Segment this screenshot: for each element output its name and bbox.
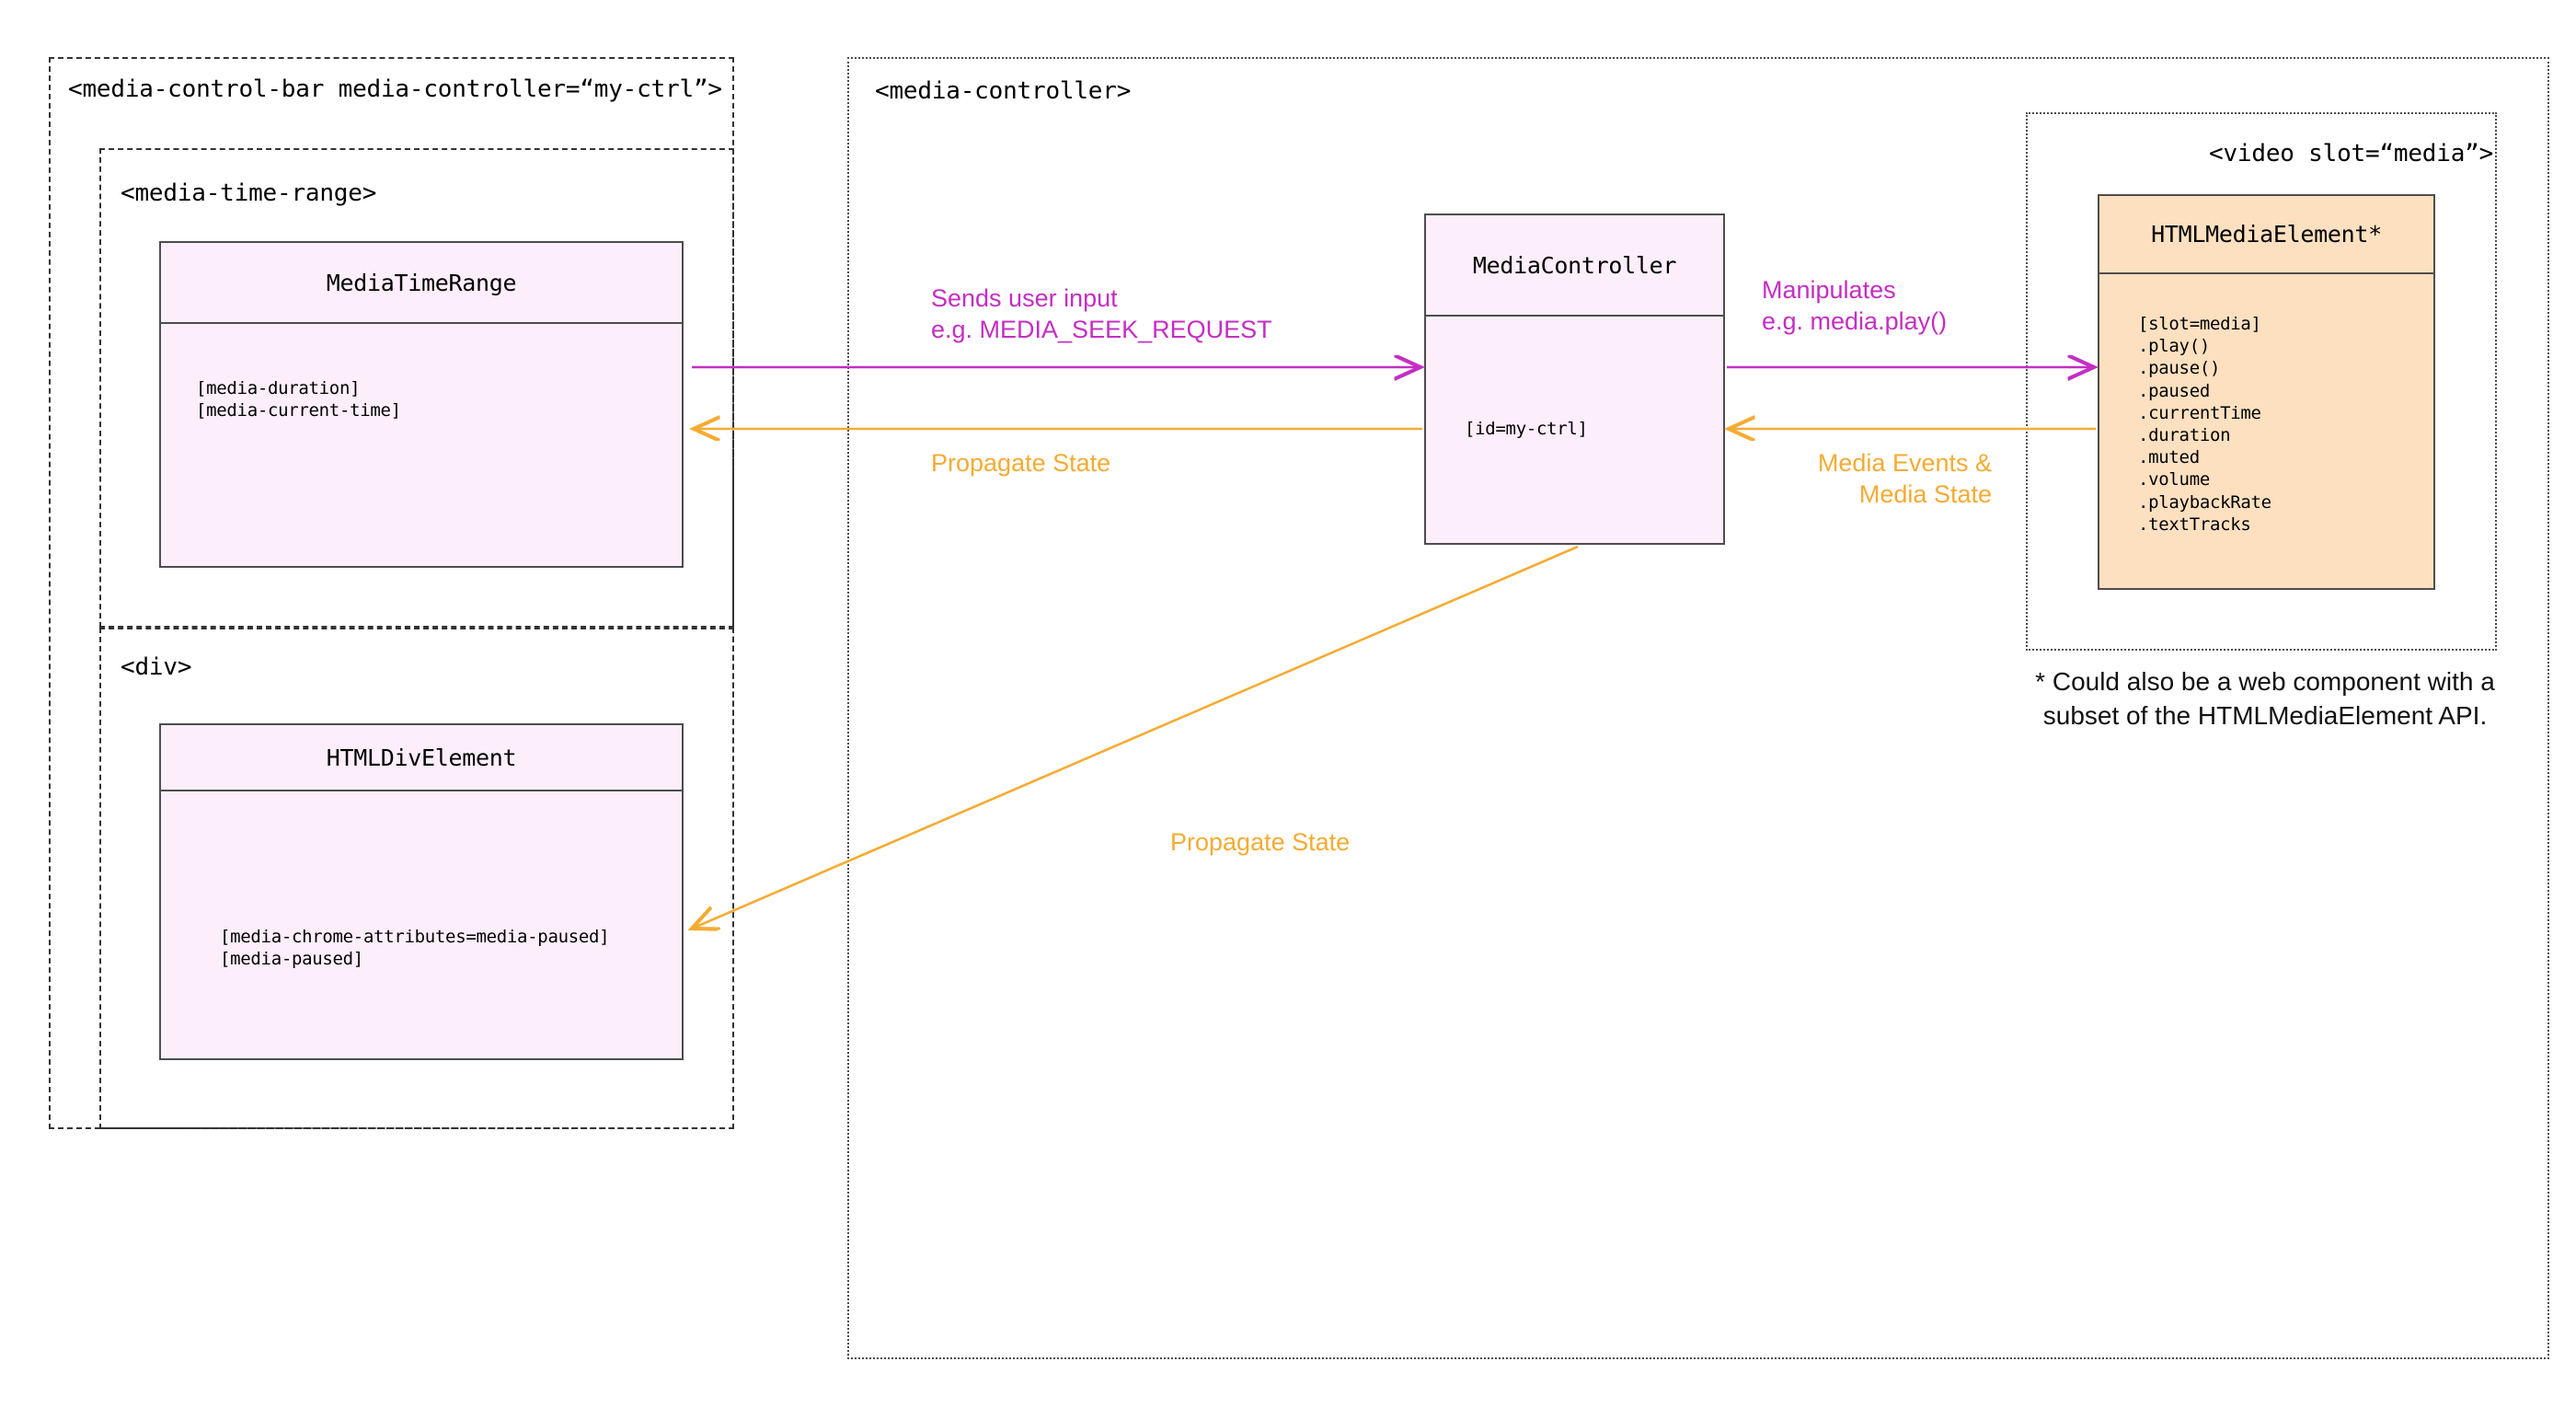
container-media-time-range — [99, 148, 734, 628]
container-video-label: <video slot=“media”> — [2209, 140, 2494, 167]
arrow-label-propagate-state-div: Propagate State — [1170, 828, 1351, 856]
attr-line: .playbackRate — [2138, 491, 2271, 513]
attr-line: [media-chrome-attributes=media-paused] — [220, 927, 610, 947]
attr-line: .pause() — [2138, 358, 2221, 379]
node-html-div-element[interactable]: HTMLDivElement [media-chrome-attributes=… — [159, 723, 684, 1060]
container-media-control-bar-label: <media-control-bar media-controller=“my-… — [68, 75, 722, 103]
node-html-div-element-body: [media-chrome-attributes=media-paused][m… — [161, 791, 682, 1058]
container-media-controller-label: <media-controller> — [875, 77, 1132, 105]
arrow-label-media-events: Media Events & Media State — [1817, 449, 1992, 508]
node-html-media-element-body: [slot=media].play().pause().paused.curre… — [2099, 274, 2433, 588]
footnote-html-media-element: * Could also be a web component with a s… — [2035, 667, 2495, 730]
attr-line: .duration — [2138, 425, 2231, 446]
node-media-controller-title: MediaController — [1426, 215, 1723, 317]
node-html-media-element-attrs: [slot=media].play().pause().paused.curre… — [2138, 313, 2271, 536]
container-video — [2026, 112, 2497, 651]
arrow-label-sends-user-input: Sends user input e.g. MEDIA_SEEK_REQUEST — [931, 284, 1272, 343]
attr-line: [media-paused] — [220, 949, 363, 969]
container-media-time-range-label: <media-time-range> — [121, 179, 377, 207]
attr-line: [media-duration] — [196, 378, 361, 398]
node-html-div-element-attrs: [media-chrome-attributes=media-paused][m… — [220, 926, 610, 970]
attr-line: [media-current-time] — [196, 400, 401, 421]
node-html-media-element[interactable]: HTMLMediaElement* [slot=media].play().pa… — [2098, 194, 2435, 590]
node-media-time-range-class[interactable]: MediaTimeRange [media-duration][media-cu… — [159, 241, 684, 568]
attr-line: .textTracks — [2138, 514, 2251, 535]
node-html-media-element-title: HTMLMediaElement* — [2099, 196, 2433, 274]
node-media-time-range-body: [media-duration][media-current-time] — [161, 324, 682, 566]
container-div-label: <div> — [121, 653, 192, 681]
attr-line: .muted — [2138, 447, 2200, 468]
node-media-time-range-title: MediaTimeRange — [161, 243, 682, 324]
attr-line: .currentTime — [2138, 402, 2261, 423]
attr-line: .volume — [2138, 469, 2210, 490]
node-media-controller-body: [id=my-ctrl] — [1426, 317, 1723, 543]
node-media-controller-class[interactable]: MediaController [id=my-ctrl] — [1424, 214, 1725, 545]
attr-line: .play() — [2138, 336, 2210, 357]
arrow-label-propagate-state-left: Propagate State — [931, 449, 1111, 477]
node-media-time-range-attrs: [media-duration][media-current-time] — [196, 377, 401, 421]
attr-line: [id=my-ctrl] — [1465, 419, 1588, 439]
attr-line: .paused — [2138, 380, 2210, 401]
node-html-div-element-title: HTMLDivElement — [161, 725, 682, 791]
attr-line: [slot=media] — [2138, 314, 2261, 334]
arrow-label-manipulates: Manipulates e.g. media.play() — [1762, 276, 1948, 335]
node-media-controller-attrs: [id=my-ctrl] — [1465, 418, 1588, 440]
